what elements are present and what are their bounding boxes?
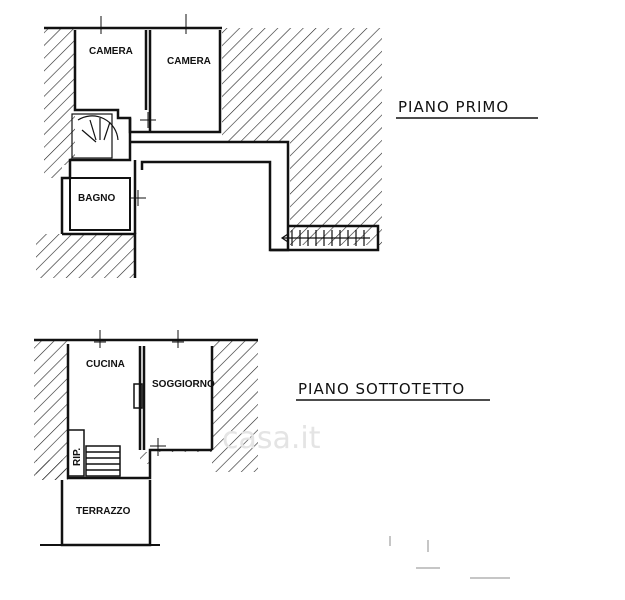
room-label-bagno: BAGNO — [78, 193, 115, 204]
room-label-soggiorno: SOGGIORNO — [152, 379, 215, 390]
hatched-area-bottom — [36, 234, 135, 278]
room-label-camera-left: CAMERA — [89, 46, 133, 57]
spiral-stair — [71, 113, 119, 159]
hatched-area-attic-left — [34, 340, 68, 480]
hatched-area-attic-right — [140, 340, 258, 472]
corridor-stair — [280, 230, 370, 246]
hatched-area-left — [44, 28, 75, 178]
hatched-area-right — [222, 28, 382, 245]
piano-primo-plan — [36, 14, 382, 278]
room-label-cucina: CUCINA — [86, 359, 125, 370]
floor-title-piano-sottotetto: PIANO SOTTOTETTO — [298, 380, 465, 398]
room-label-terrazzo: TERRAZZO — [76, 506, 131, 517]
floor-title-piano-primo: PIANO PRIMO — [398, 98, 509, 116]
piano-sottotetto-plan — [34, 330, 258, 547]
watermark: casa.it — [222, 421, 321, 456]
room-label-camera-right: CAMERA — [167, 56, 211, 67]
room-label-rip: RIP. — [72, 448, 83, 466]
